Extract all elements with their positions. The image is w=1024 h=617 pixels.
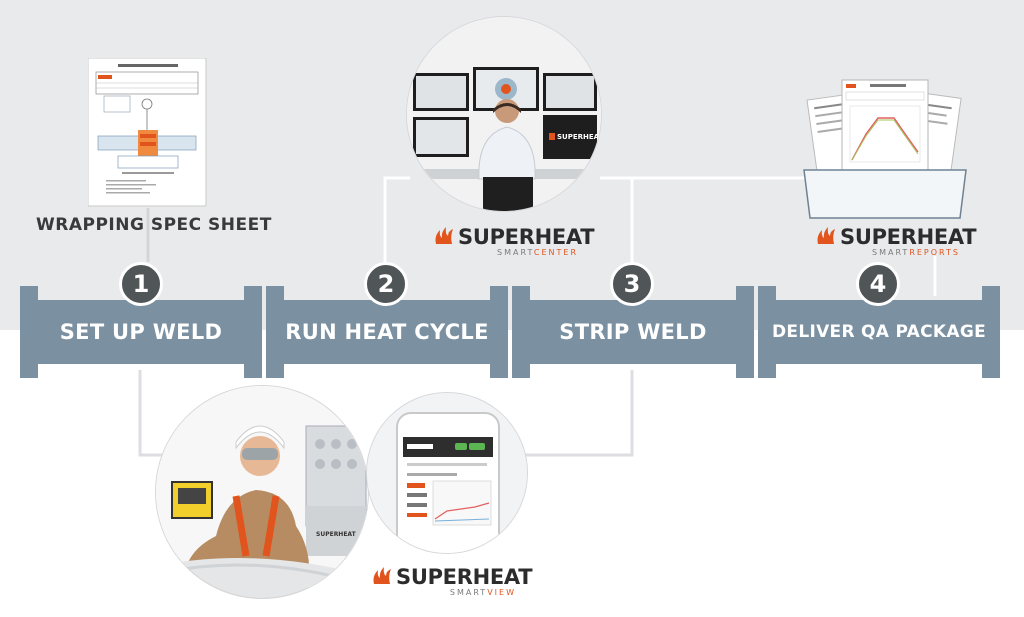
controller-logo: SUPERHEAT	[316, 531, 357, 538]
connector-center-to-step3	[600, 176, 634, 262]
smartreports-brand-name: SUPERHEAT	[840, 225, 977, 249]
smartcenter-brand-name: SUPERHEAT	[458, 225, 595, 249]
step-1-number-badge: 1	[119, 262, 163, 306]
step-2-pipe: RUN HEAT CYCLE	[266, 286, 508, 378]
phone-illustration	[367, 393, 527, 553]
flame-icon	[435, 227, 453, 244]
connector-step3-to-phone	[520, 370, 634, 457]
spec-sheet-image	[88, 58, 207, 207]
flame-icon	[817, 227, 835, 244]
smartcenter-logo: SUPERHEAT SMARTCENTER	[434, 225, 595, 262]
step-2-label: RUN HEAT CYCLE	[285, 320, 489, 344]
phone-app-photo	[366, 392, 528, 554]
smartcenter-subtitle: SMARTCENTER	[497, 248, 578, 257]
smartview-logo: SUPERHEAT SMARTVIEW	[372, 565, 533, 602]
connector-center-to-step2	[383, 176, 410, 262]
field-worker-illustration: SUPERHEAT	[156, 386, 368, 598]
spec-sheet-title: WRAPPING SPEC SHEET	[36, 215, 272, 235]
step-4-pipe: DELIVER QA PACKAGE	[758, 286, 1000, 378]
step-4-number-badge: 4	[856, 262, 900, 306]
step-3-label: STRIP WELD	[559, 320, 707, 344]
step-2-number-badge: 2	[364, 262, 408, 306]
smartview-subtitle: SMARTVIEW	[449, 588, 516, 597]
step-3-pipe: STRIP WELD	[512, 286, 754, 378]
field-worker-photo: SUPERHEAT	[155, 385, 369, 599]
flame-icon	[373, 567, 391, 584]
reports-folder-image	[803, 79, 967, 219]
step-4-label: DELIVER QA PACKAGE	[772, 322, 987, 342]
smartview-brand-name: SUPERHEAT	[396, 565, 533, 589]
step-1-pipe: SET UP WELD	[20, 286, 262, 378]
control-room-photo: SUPERHEAT	[406, 16, 602, 212]
step-3-number-badge: 3	[610, 262, 654, 306]
control-room-illustration: SUPERHEAT	[407, 17, 601, 211]
screen-logo: SUPERHEAT	[557, 133, 601, 141]
smartreports-subtitle: SMARTREPORTS	[871, 248, 960, 257]
smartreports-logo: SUPERHEAT SMARTREPORTS	[816, 225, 977, 262]
step-1-label: SET UP WELD	[59, 320, 223, 344]
